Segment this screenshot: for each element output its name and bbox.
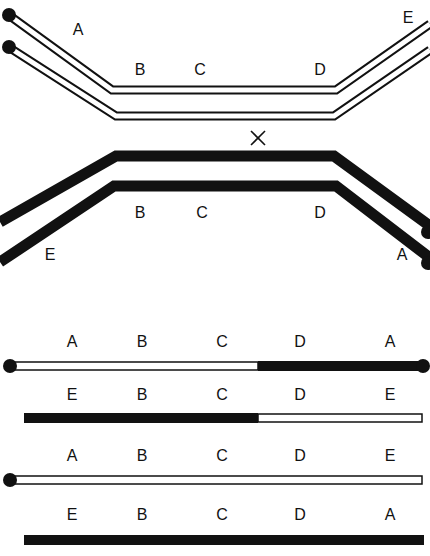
segment-label: C bbox=[216, 333, 228, 351]
segment-label: E bbox=[67, 386, 78, 404]
white-chromatids bbox=[10, 16, 430, 116]
segment-label: B bbox=[135, 61, 146, 79]
segment-label: D bbox=[294, 386, 306, 404]
segment-label: B bbox=[137, 386, 148, 404]
segment-label: D bbox=[294, 333, 306, 351]
segment-label: D bbox=[294, 447, 306, 465]
segment-label: C bbox=[194, 61, 206, 79]
segment-label: A bbox=[397, 246, 408, 264]
segment-label: A bbox=[67, 333, 78, 351]
segment-label: B bbox=[135, 204, 146, 222]
segment-label: D bbox=[314, 204, 326, 222]
segment-label: A bbox=[385, 333, 396, 351]
segment-label: E bbox=[385, 386, 396, 404]
crossover-mark bbox=[251, 131, 265, 145]
segment-label: E bbox=[403, 9, 414, 27]
segment-label: A bbox=[73, 21, 84, 39]
segment-label: E bbox=[45, 246, 56, 264]
segment-label: E bbox=[67, 506, 78, 524]
segment-label: C bbox=[196, 204, 208, 222]
segment-label: B bbox=[137, 333, 148, 351]
segment-label: B bbox=[137, 506, 148, 524]
segment-label: C bbox=[216, 386, 228, 404]
segment-label: C bbox=[216, 506, 228, 524]
segment-label: E bbox=[385, 447, 396, 465]
segment-label: D bbox=[314, 61, 326, 79]
segment-label: C bbox=[216, 447, 228, 465]
segment-label: D bbox=[294, 506, 306, 524]
segment-label: A bbox=[385, 506, 396, 524]
result-chromatids bbox=[3, 359, 430, 545]
segment-label: B bbox=[137, 447, 148, 465]
segment-label: A bbox=[67, 447, 78, 465]
black-chromatids bbox=[0, 156, 430, 262]
